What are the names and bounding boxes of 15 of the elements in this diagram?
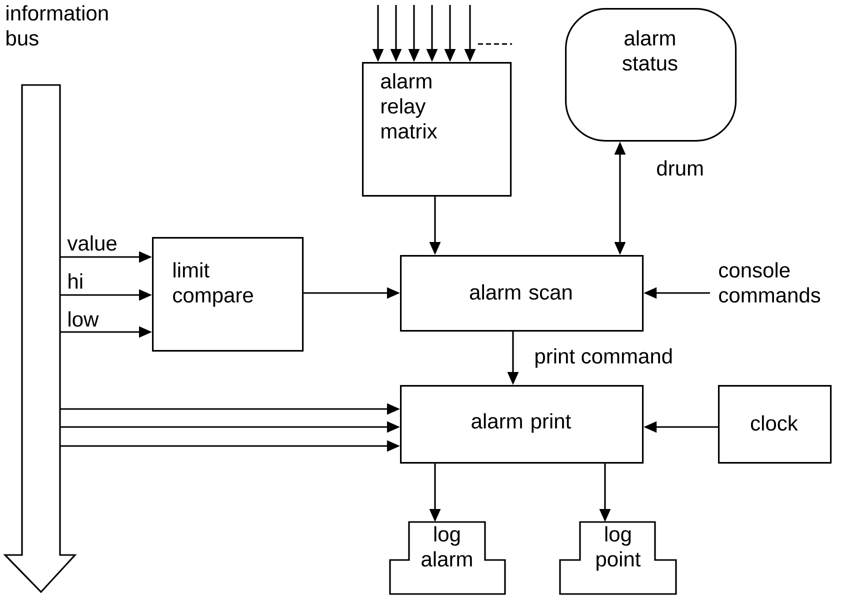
edge-label: low xyxy=(66,310,100,328)
edge-label: hi xyxy=(66,272,85,290)
process-box: clock xyxy=(718,385,832,464)
edge-label: print command xyxy=(533,347,674,369)
log-box: log alarm xyxy=(389,521,506,595)
input-label: console commands xyxy=(719,262,820,303)
process-box: limit compare xyxy=(152,237,304,352)
edge-label: value xyxy=(66,234,118,252)
process-box: alarm scan xyxy=(400,255,644,332)
process-box: alarm print xyxy=(400,385,644,464)
process-box: alarm relay matrix xyxy=(362,62,512,197)
storage-box: alarm status xyxy=(565,8,737,142)
log-box: log point xyxy=(559,521,677,595)
node-label: information bus xyxy=(6,5,108,46)
edge-label: drum xyxy=(655,159,706,177)
